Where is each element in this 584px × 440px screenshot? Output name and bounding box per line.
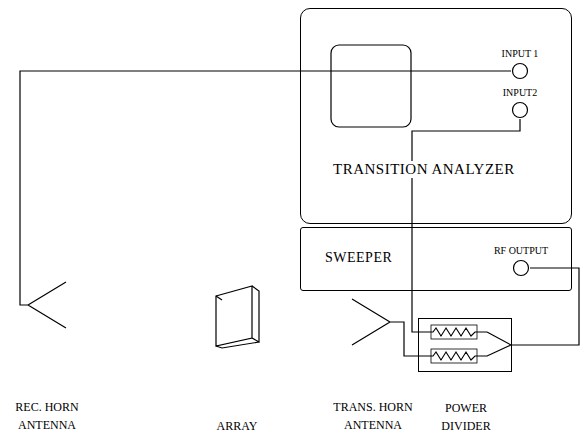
sweeper-panel: SWEEPER RF OUTPUT (300, 227, 572, 291)
port-label: INPUT2 (495, 87, 545, 99)
panel-title: TRANSITION ANALYZER (331, 161, 517, 178)
port-circle (514, 261, 529, 276)
horn-drawing (28, 280, 66, 330)
power-divider: POWER DIVIDER (418, 318, 512, 372)
port-label: RF OUTPUT (492, 245, 550, 257)
part-label: POWER DIVIDER (424, 399, 508, 435)
analyzer-panel: TRANSITION ANALYZER INPUT 1 INPUT2 (300, 8, 572, 224)
horn-drawing (350, 298, 396, 346)
resistor-outline (431, 349, 477, 363)
port-jack (511, 101, 529, 119)
cable (512, 268, 579, 345)
resistor-outline (431, 325, 477, 339)
port-label: INPUT 1 (495, 48, 545, 60)
cable (20, 71, 511, 305)
part-label: REC. HORN ANTENNA (5, 398, 89, 434)
port-jack (511, 62, 529, 80)
port-circle (513, 103, 528, 118)
array-edge (216, 286, 259, 348)
divider-drawing (419, 319, 513, 373)
display-screen (330, 44, 414, 130)
input-port: INPUT2 (495, 87, 545, 119)
output-port: RF OUTPUT (492, 245, 550, 277)
antenna-array: ARRAY (212, 282, 262, 348)
screen-outline (331, 45, 411, 127)
array-drawing (212, 282, 262, 348)
array-face (216, 286, 252, 346)
port-jack (512, 259, 530, 277)
horn-flare (352, 299, 396, 345)
resistor-symbol (419, 328, 511, 360)
port-circle (513, 64, 528, 79)
panel-title: SWEEPER (323, 250, 394, 266)
receive-horn: REC. HORN ANTENNA (28, 280, 66, 330)
part-label: TRANS. HORN ANTENNA (321, 398, 425, 434)
part-label: ARRAY (207, 417, 267, 435)
horn-flare (28, 282, 66, 328)
input-port: INPUT 1 (495, 48, 545, 80)
cable (412, 119, 520, 332)
transmit-horn: TRANS. HORN ANTENNA (350, 298, 396, 346)
cable (396, 322, 418, 356)
